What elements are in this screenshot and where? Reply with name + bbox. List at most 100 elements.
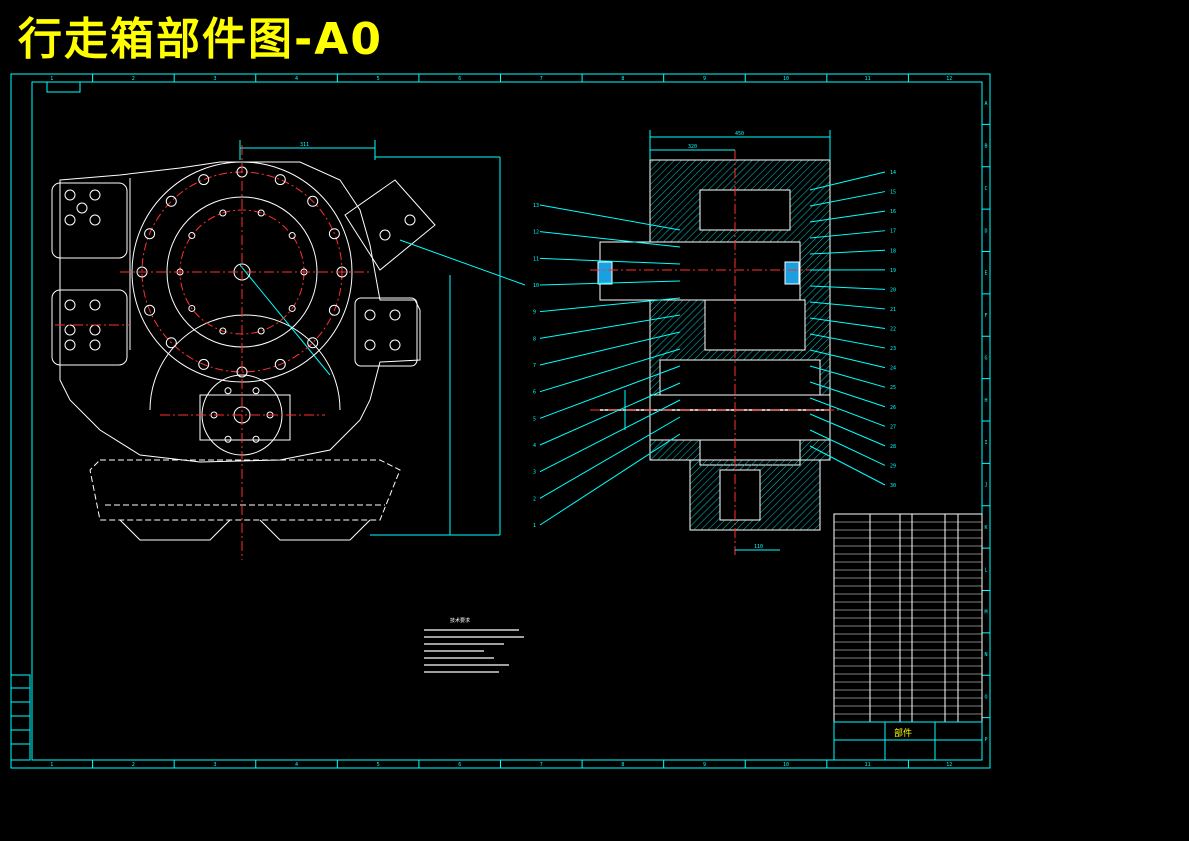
bolt-hole bbox=[257, 209, 265, 217]
bolt-hole bbox=[404, 214, 416, 226]
drawing-title: 行走箱部件图-A0 bbox=[18, 14, 383, 65]
bolt-hole bbox=[188, 304, 196, 312]
bolt-hole bbox=[252, 387, 260, 395]
leader-line bbox=[809, 317, 886, 329]
bolt-hole bbox=[64, 299, 76, 311]
section-callouts: 1312111098765432114151617181920212223242… bbox=[533, 170, 896, 529]
dim-section-top: 450 bbox=[735, 131, 744, 137]
bolt-hole bbox=[89, 324, 101, 336]
callout-number: 14 bbox=[890, 170, 896, 176]
leader-line bbox=[809, 397, 886, 427]
bolt-hole bbox=[274, 358, 286, 370]
leader-line bbox=[539, 433, 681, 526]
callout-number: 2 bbox=[533, 496, 536, 502]
zone-row-label: F bbox=[984, 313, 987, 319]
zone-column-label: 1 bbox=[50, 76, 53, 82]
bolt-hole bbox=[389, 309, 401, 321]
zone-column-label: 3 bbox=[213, 76, 216, 82]
zone-row-label: L bbox=[984, 567, 987, 573]
leader-line bbox=[809, 349, 886, 369]
bolt-hole bbox=[64, 214, 76, 226]
zone-column-label: 11 bbox=[865, 76, 871, 82]
callout-number: 25 bbox=[890, 385, 896, 391]
zone-column-label: 4 bbox=[295, 762, 298, 768]
zone-row-label: G bbox=[984, 355, 987, 361]
bolt-hole bbox=[307, 337, 319, 349]
leader-line bbox=[539, 314, 681, 339]
zone-column-label: 9 bbox=[703, 762, 706, 768]
bolt-hole bbox=[165, 337, 177, 349]
callout-number: 5 bbox=[533, 416, 536, 422]
zone-column-label: 9 bbox=[703, 76, 706, 82]
zone-row-label: P bbox=[984, 737, 987, 743]
bom-table: 部件 bbox=[833, 513, 983, 761]
bolt-hole bbox=[64, 189, 76, 201]
callout-number: 6 bbox=[533, 390, 536, 396]
callout-number: 19 bbox=[890, 268, 896, 274]
bolt-hole bbox=[89, 214, 101, 226]
callout-number: 3 bbox=[533, 470, 536, 476]
leader-line bbox=[539, 416, 681, 499]
callout-number: 17 bbox=[890, 229, 896, 235]
callout-number: 22 bbox=[890, 327, 896, 333]
leader-line bbox=[809, 230, 886, 239]
zone-column-label: 4 bbox=[295, 76, 298, 82]
leader-line bbox=[809, 171, 886, 191]
bolt-hole bbox=[274, 174, 286, 186]
zone-row-label: B bbox=[984, 144, 987, 150]
callout-number: 29 bbox=[890, 463, 896, 469]
bolt-hole bbox=[288, 304, 296, 312]
callout-number: 7 bbox=[533, 363, 536, 369]
bolt-hole bbox=[307, 195, 319, 207]
technical-notes: 技术要求 bbox=[424, 617, 524, 673]
zone-column-label: 12 bbox=[946, 76, 952, 82]
bolt-hole bbox=[328, 228, 340, 240]
zone-row-label: H bbox=[984, 398, 987, 404]
callout-number: 28 bbox=[890, 444, 896, 450]
callout-number: 20 bbox=[890, 287, 896, 293]
bolt-hole bbox=[64, 339, 76, 351]
bolt-hole bbox=[188, 232, 196, 240]
dim-section-bottom: 110 bbox=[754, 544, 763, 550]
zone-column-label: 6 bbox=[458, 76, 461, 82]
title-block-label: 部件 bbox=[894, 727, 912, 739]
bolt-hole bbox=[89, 189, 101, 201]
callout-number: 8 bbox=[533, 336, 536, 342]
bolt-hole bbox=[252, 435, 260, 443]
zone-column-label: 7 bbox=[540, 76, 543, 82]
zone-column-label: 6 bbox=[458, 762, 461, 768]
callout-number: 30 bbox=[890, 483, 896, 489]
leader-line bbox=[539, 348, 681, 393]
revision-stamp bbox=[10, 674, 31, 761]
bolt-hole bbox=[328, 304, 340, 316]
zone-row-label: J bbox=[984, 483, 987, 489]
zone-column-label: 2 bbox=[132, 762, 135, 768]
leader-line bbox=[539, 257, 681, 265]
leader-line bbox=[809, 210, 886, 223]
zone-column-label: 3 bbox=[213, 762, 216, 768]
zone-grid: 112233445566778899101011111212ABCDEFGHIJ… bbox=[50, 74, 990, 768]
leader-line bbox=[539, 231, 681, 248]
bolt-hole bbox=[144, 228, 156, 240]
callout-number: 13 bbox=[533, 203, 539, 209]
leader-line bbox=[809, 301, 886, 310]
zone-column-label: 5 bbox=[377, 76, 380, 82]
zone-row-label: I bbox=[984, 440, 987, 446]
callout-number: 24 bbox=[890, 366, 896, 372]
bolt-hole bbox=[364, 339, 376, 351]
leader-line bbox=[809, 365, 886, 388]
bolt-hole bbox=[219, 209, 227, 217]
dim-left-top: 311 bbox=[300, 142, 309, 148]
zone-column-label: 7 bbox=[540, 762, 543, 768]
tech-requirements-heading: 技术要求 bbox=[450, 617, 470, 624]
callout-number: 27 bbox=[890, 424, 896, 430]
leader-line bbox=[539, 331, 681, 366]
zone-row-label: E bbox=[984, 271, 987, 277]
bolt-hole bbox=[76, 202, 88, 214]
zone-column-label: 1 bbox=[50, 762, 53, 768]
bolt-hole bbox=[89, 299, 101, 311]
bolt-hole bbox=[198, 358, 210, 370]
callout-number: 9 bbox=[533, 310, 536, 316]
bolt-hole bbox=[64, 324, 76, 336]
